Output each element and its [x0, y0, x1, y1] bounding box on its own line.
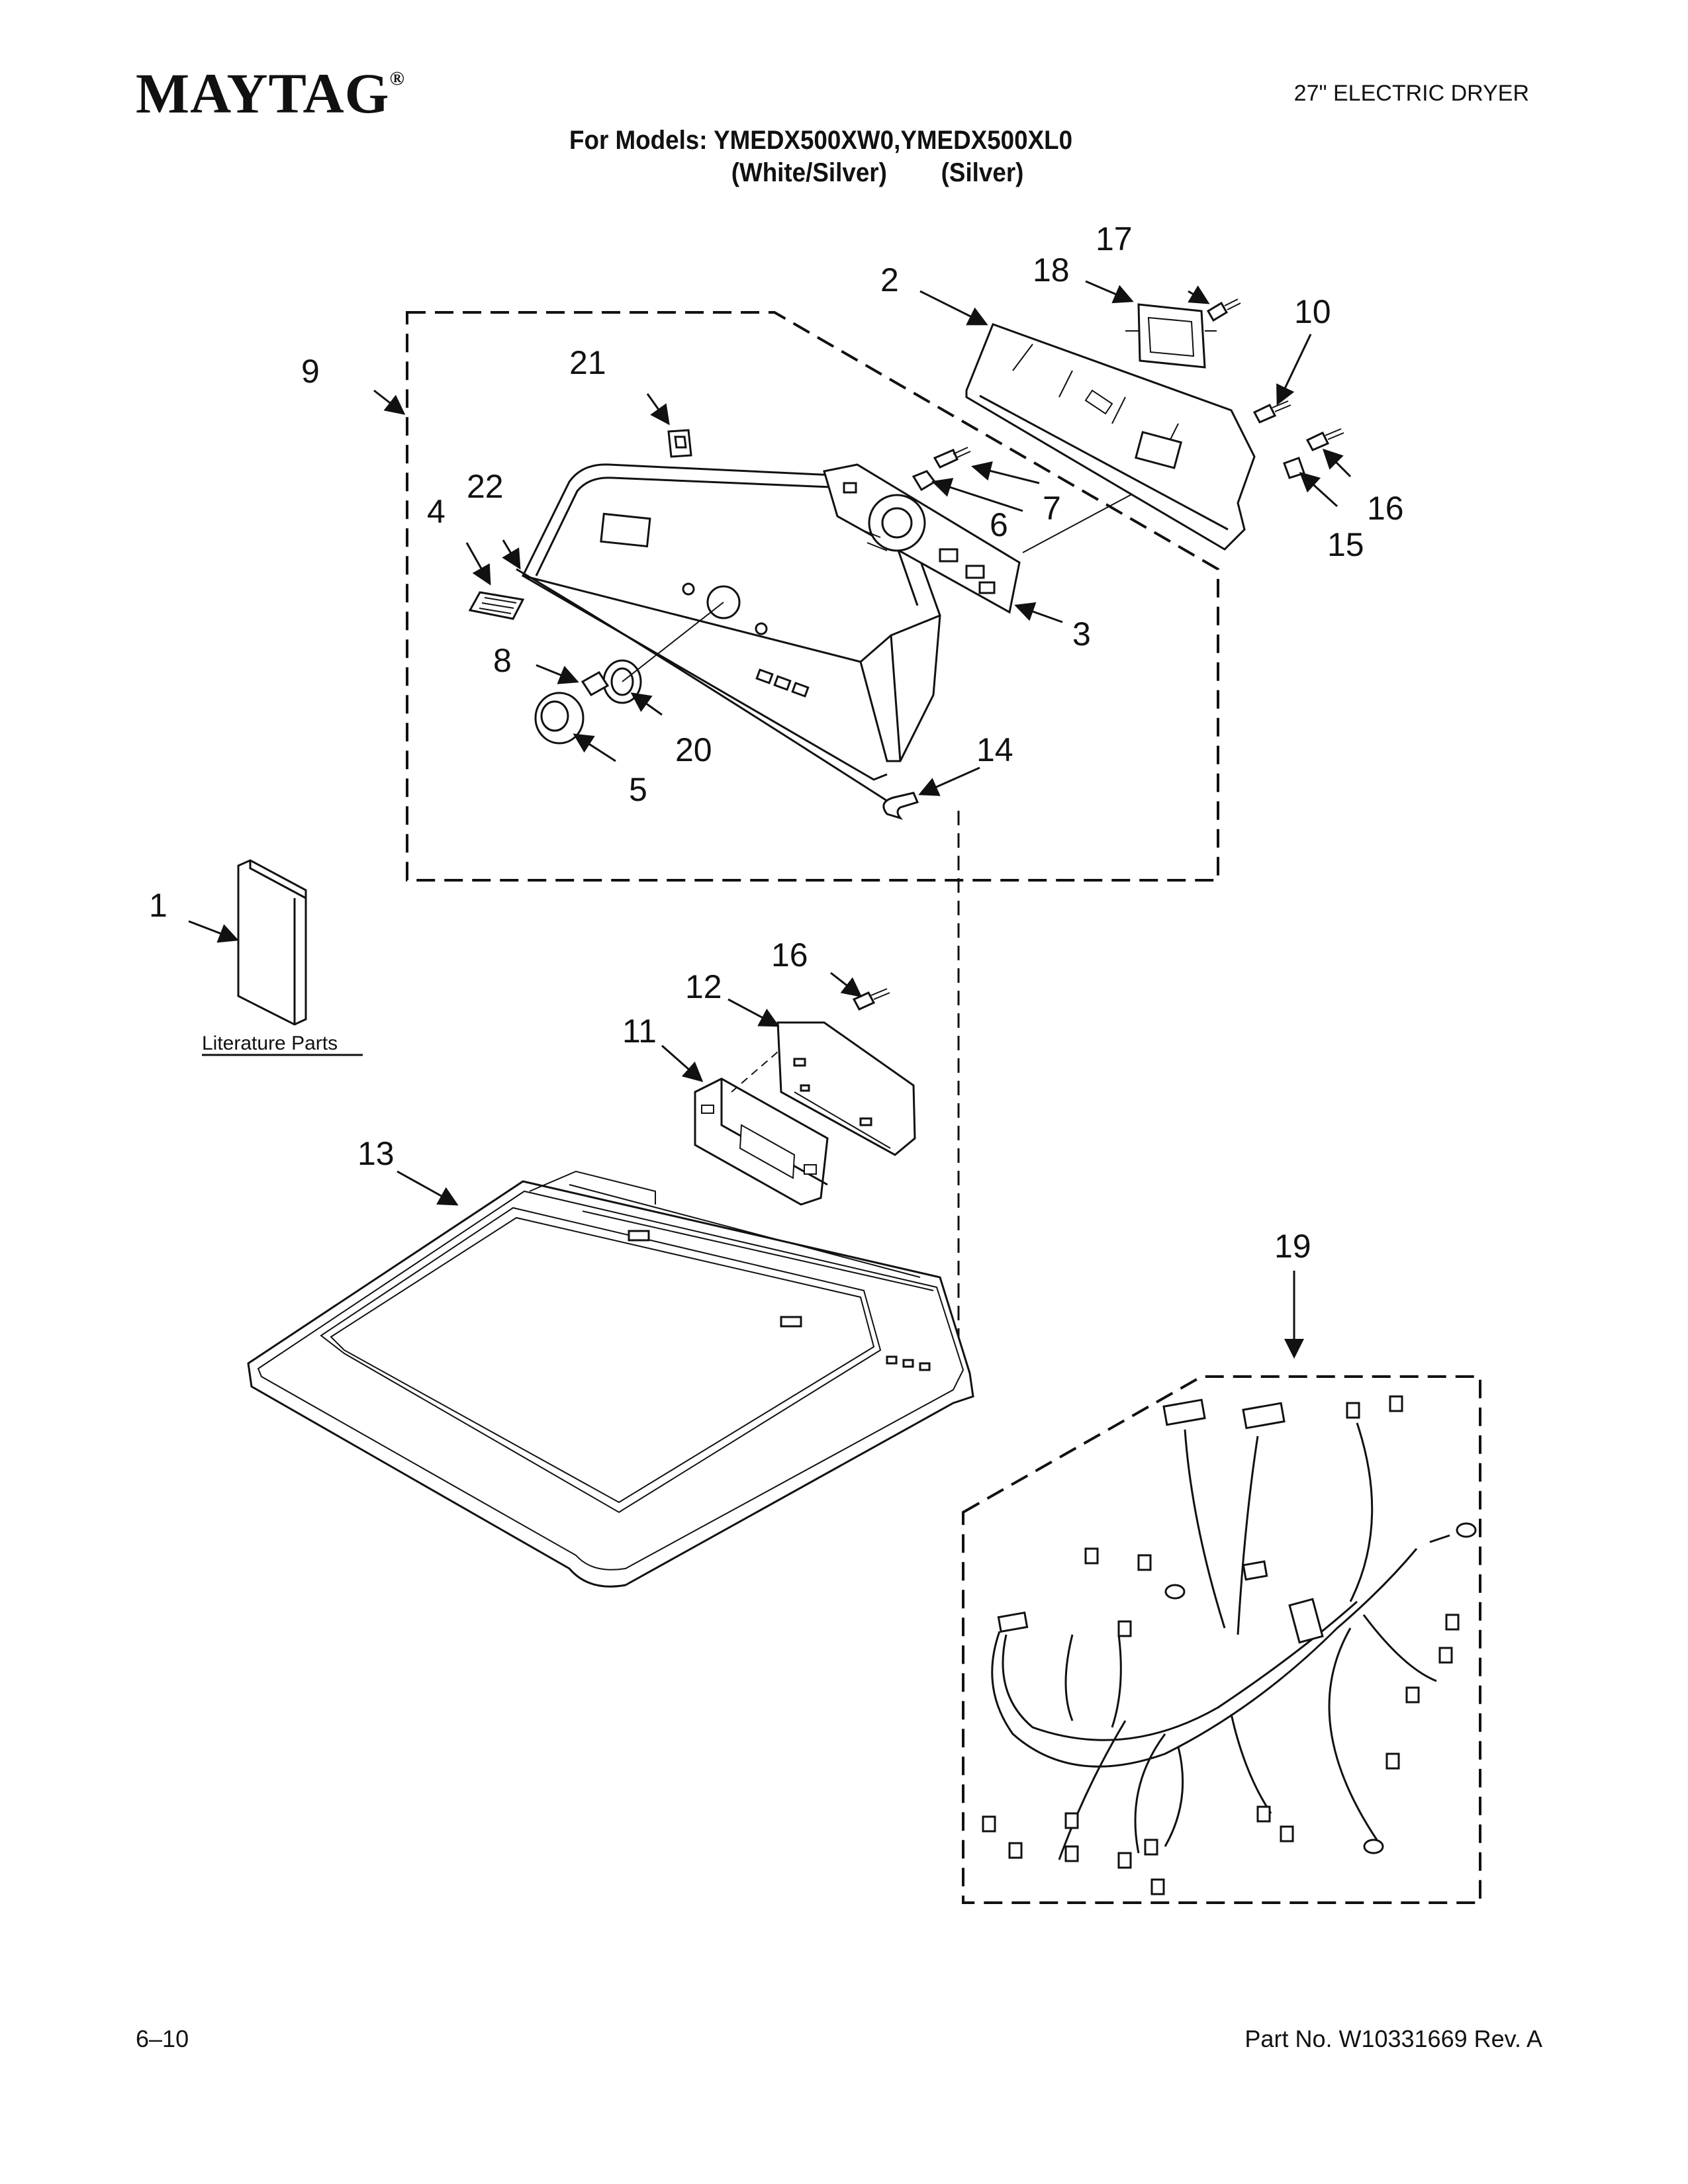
callout-4: 4	[427, 493, 445, 530]
mounting-bracket	[1125, 303, 1217, 369]
control-mounting-plate	[776, 1021, 916, 1156]
literature-book	[237, 859, 307, 1026]
callout-10: 10	[1294, 293, 1331, 330]
callout-9: 9	[301, 353, 320, 390]
product-title: 27" ELECTRIC DRYER	[1293, 81, 1529, 106]
knob-assembly	[534, 602, 724, 745]
brand-logo: MAYTAG®	[136, 65, 405, 122]
callout-2: 2	[880, 261, 899, 298]
retainer	[912, 470, 937, 492]
callout-1: 1	[149, 887, 167, 924]
models-block: For Models: YMEDX500XW0,YMEDX500XL0 (Whi…	[569, 124, 1072, 189]
callout-11: 11	[622, 1013, 657, 1050]
callout-3: 3	[1072, 615, 1091, 653]
models-line-1: For Models: YMEDX500XW0,YMEDX500XL0	[569, 126, 1073, 155]
registered-mark: ®	[389, 68, 405, 89]
screw-16-lower	[852, 988, 890, 1011]
wire-clamp	[882, 792, 919, 820]
callout-8: 8	[493, 642, 512, 679]
callout-16-lower: 16	[771, 936, 808, 974]
cabinet-top	[247, 1170, 974, 1588]
callout-15: 15	[1327, 526, 1364, 563]
callout-20: 20	[675, 731, 712, 768]
control-board	[823, 463, 1166, 614]
harness-connectors	[982, 1395, 1477, 1895]
console-panel	[521, 463, 941, 781]
console-back	[965, 323, 1256, 551]
callout-19: 19	[1274, 1228, 1311, 1265]
screw-17	[1206, 298, 1241, 322]
clip	[667, 429, 692, 458]
callout-17: 17	[1096, 220, 1133, 257]
models-line-2: (White/Silver) (Silver)	[731, 158, 1024, 187]
callout-6: 6	[990, 506, 1008, 543]
brand-name: MAYTAG	[136, 62, 390, 125]
clip-15	[1283, 457, 1305, 479]
callout-5: 5	[629, 771, 647, 808]
trim-strip	[516, 568, 888, 802]
screw-16-upper	[1305, 428, 1344, 451]
callout-12: 12	[685, 968, 722, 1005]
callout-numbers: 9 21 2 18 17 10 16 15 7 6 3 22 4 8 20 5 …	[149, 220, 1404, 1265]
console-group-outline	[406, 311, 1219, 882]
part-number: Part No. W10331669 Rev. A	[1244, 2025, 1542, 2052]
leader-lines	[188, 280, 1352, 1359]
harness-group-outline	[962, 1375, 1481, 1904]
page-number: 6–10	[136, 2025, 189, 2052]
callout-22: 22	[467, 468, 504, 505]
callout-13: 13	[357, 1135, 395, 1172]
callout-7: 7	[1043, 490, 1061, 527]
screw-10	[1252, 400, 1291, 424]
wire-harness	[991, 1422, 1450, 1860]
callout-21: 21	[569, 344, 606, 381]
callout-16-upper: 16	[1367, 490, 1404, 527]
screw-7	[933, 447, 971, 469]
electronic-control	[694, 1048, 829, 1206]
callout-18: 18	[1033, 251, 1070, 289]
literature-label: Literature Parts	[202, 1032, 338, 1054]
callout-14: 14	[976, 731, 1013, 768]
indicator-lens	[468, 591, 525, 620]
